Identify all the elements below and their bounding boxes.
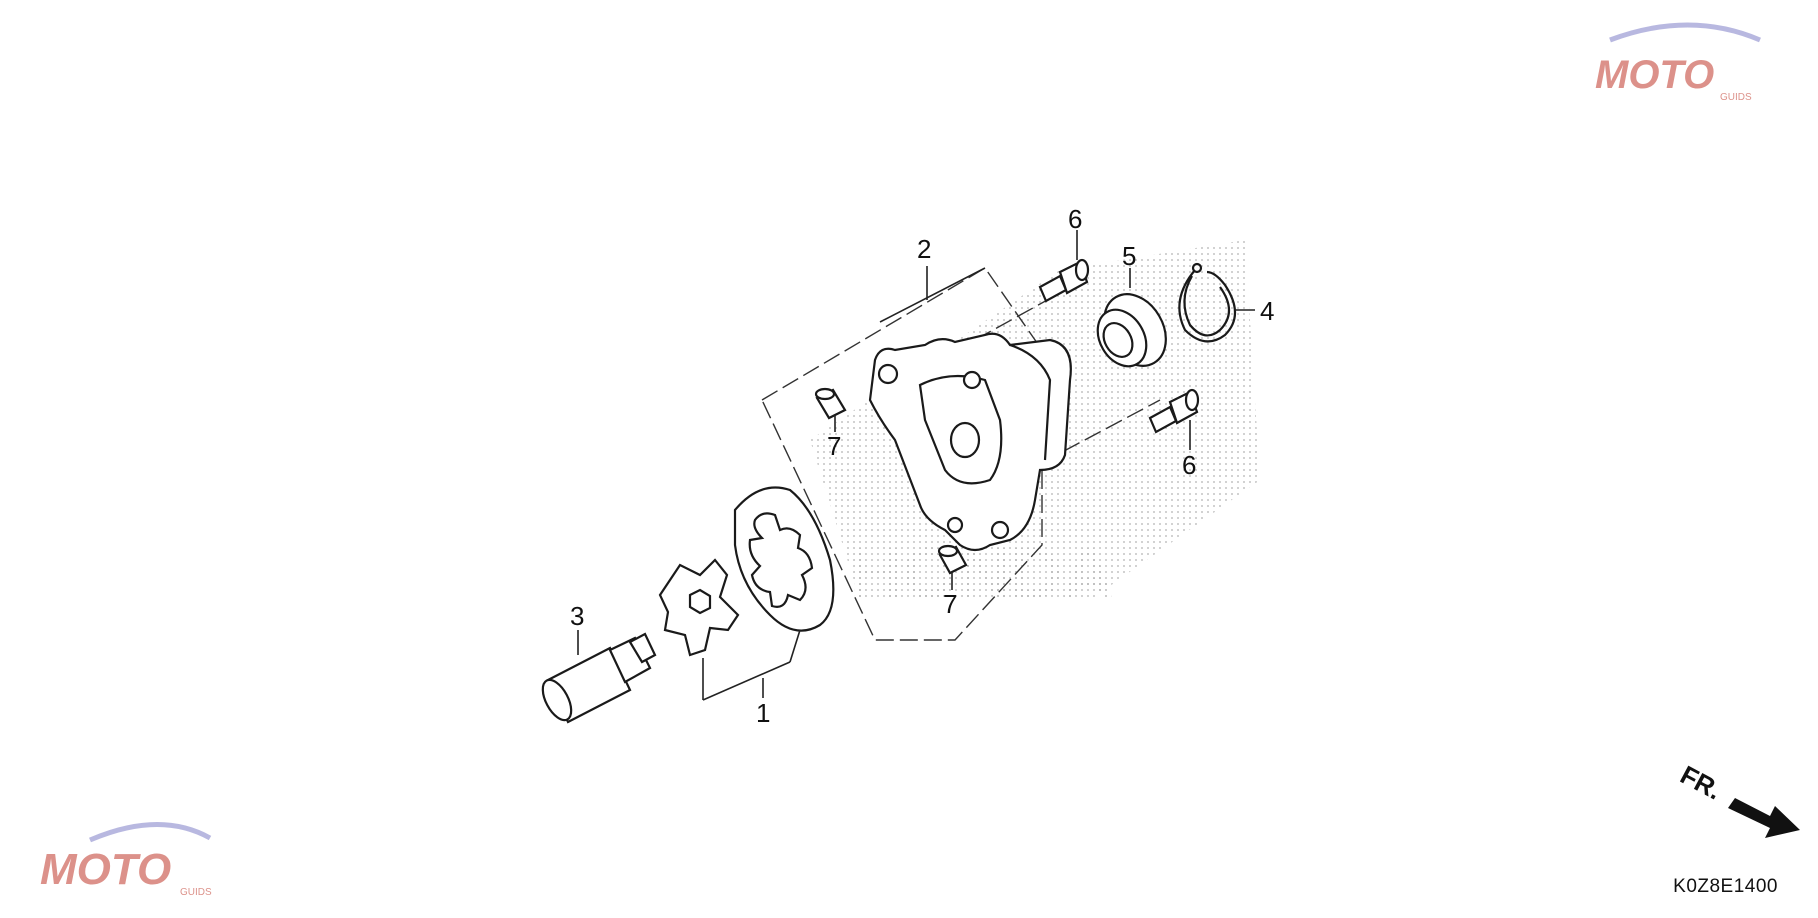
- inner-rotor: [658, 558, 740, 657]
- callout-7b: 7: [943, 589, 957, 619]
- top-logo-subtext: GUIDS: [1720, 92, 1752, 103]
- callout-5: 5: [1122, 241, 1136, 271]
- callout-6a: 6: [1068, 204, 1082, 234]
- callout-2: 2: [917, 234, 931, 264]
- callout-1-leader: [702, 629, 801, 701]
- callout-2-leader: [879, 266, 986, 323]
- diagram-code: K0Z8E1400: [1673, 876, 1778, 897]
- dowel-pin-upper: [814, 387, 847, 420]
- front-direction-indicator: FR.: [1676, 759, 1800, 838]
- pump-shaft: [541, 632, 657, 724]
- assembly-outline: [761, 267, 1043, 641]
- top-logo-text: MOTO: [1595, 53, 1714, 97]
- bottom-logo-subtext: GUIDS: [180, 887, 212, 898]
- bolt-lower: [1148, 388, 1200, 434]
- callout-1: 1: [756, 698, 770, 728]
- callout-3: 3: [570, 601, 584, 631]
- pump-body: [868, 332, 1072, 552]
- callout-4: 4: [1260, 296, 1274, 326]
- dowel-pin-lower: [937, 544, 968, 575]
- direction-label: FR.: [1676, 759, 1727, 805]
- top-logo: MOTO GUIDS: [1595, 22, 1761, 103]
- bottom-logo-text: MOTO: [40, 845, 171, 894]
- callout-6b: 6: [1182, 450, 1196, 480]
- callout-7a: 7: [827, 431, 841, 461]
- circlip: [1178, 262, 1237, 343]
- oil-seal: [1096, 293, 1167, 368]
- outer-rotor: [733, 486, 835, 632]
- direction-arrow-icon: [1728, 798, 1800, 838]
- bottom-logo: MOTO GUIDS: [40, 822, 212, 898]
- bolt-upper: [1038, 258, 1090, 303]
